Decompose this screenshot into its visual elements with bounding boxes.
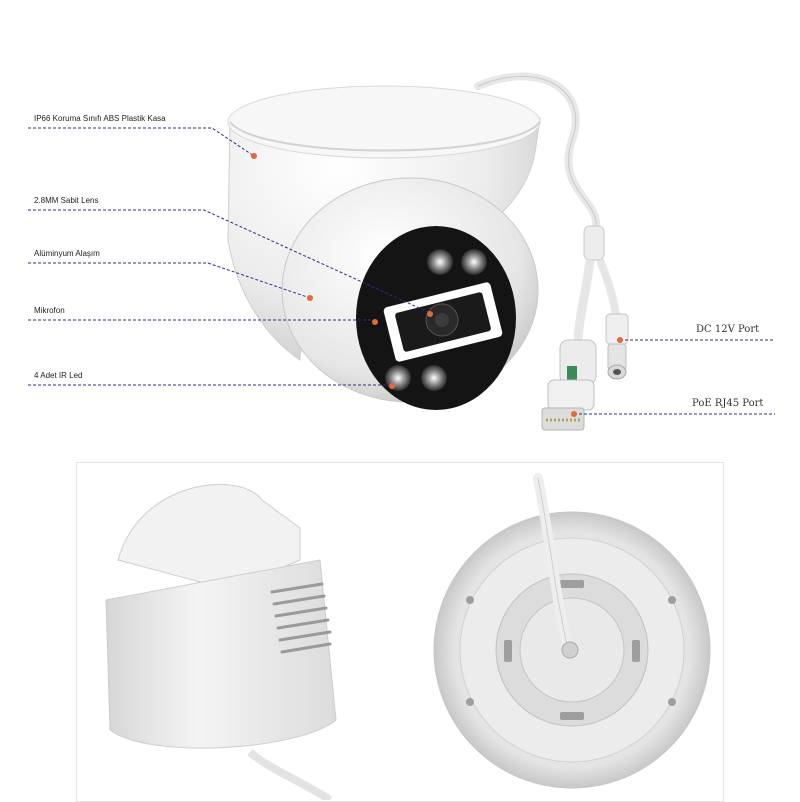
detail-frame xyxy=(76,462,724,802)
label-ir-led: 4 Adet IR Led xyxy=(34,371,83,380)
dc-12v-jack xyxy=(605,313,629,380)
label-alloy: Alüminyum Alaşım xyxy=(34,249,100,258)
label-dc-port: DC 12V Port xyxy=(696,324,760,335)
label-mic: Mikrofon xyxy=(34,306,65,315)
dome-camera-illustration xyxy=(28,72,775,431)
label-lens: 2.8MM Sabit Lens xyxy=(34,196,99,205)
rj45-connector xyxy=(541,339,597,431)
label-housing: IP66 Koruma Sınıfı ABS Plastik Kasa xyxy=(34,114,166,123)
label-poe-port: PoE RJ45 Port xyxy=(692,398,764,409)
